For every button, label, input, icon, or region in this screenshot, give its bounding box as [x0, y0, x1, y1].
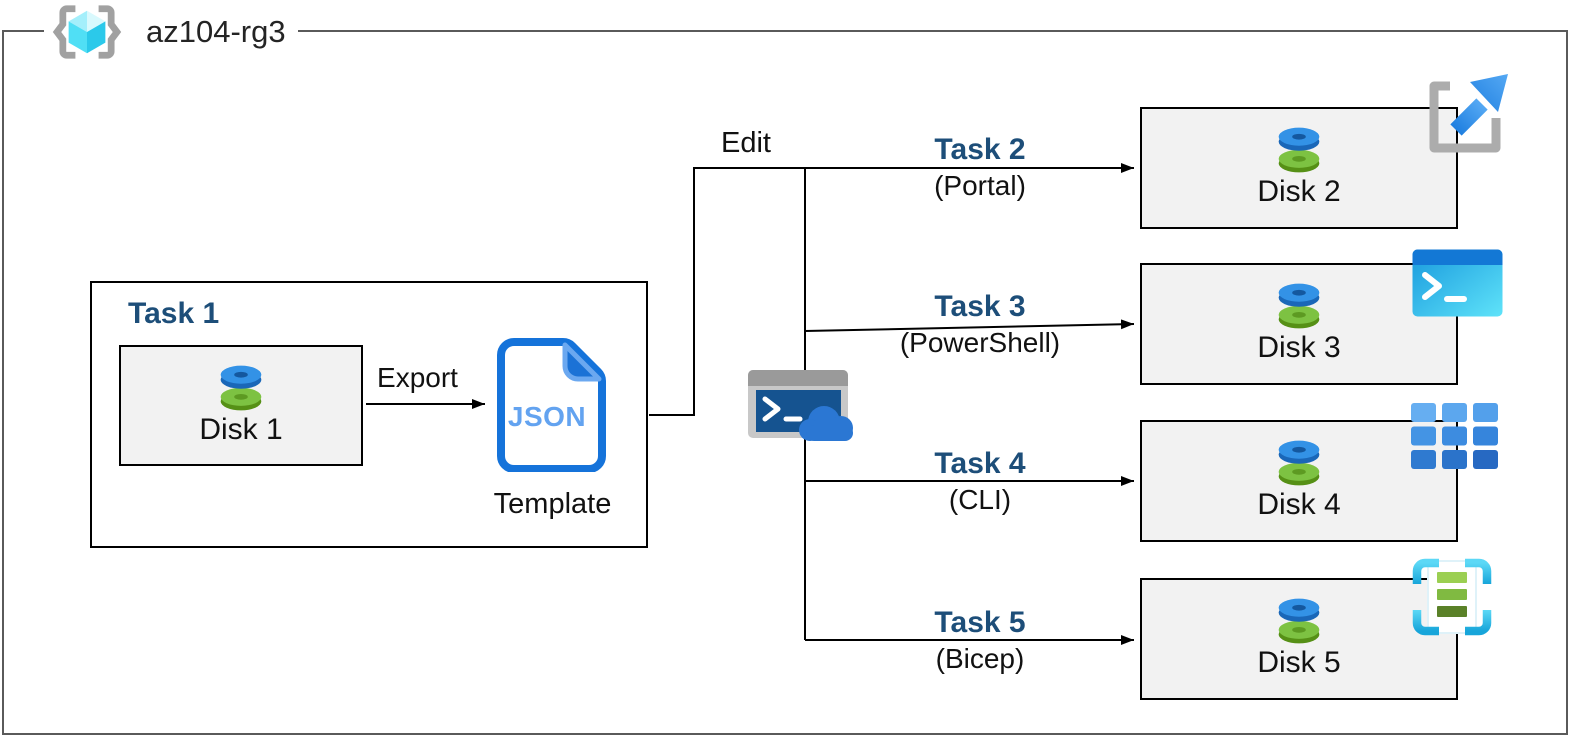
- edit-task2-connector: [649, 163, 1134, 416]
- task2-method: (Portal): [934, 170, 1026, 201]
- disk2-label: Disk 2: [1257, 175, 1341, 208]
- managed-disk-icon: [1278, 598, 1320, 644]
- disk4-label: Disk 4: [1257, 488, 1341, 521]
- task2-title: Task 2: [934, 133, 1026, 166]
- task4-label-group: Task 4 (CLI): [830, 446, 1130, 517]
- managed-disk-icon: [1278, 440, 1320, 486]
- cloud-shell-icon: [748, 370, 853, 441]
- task5-label-group: Task 5 (Bicep): [830, 605, 1130, 676]
- disk2-box: Disk 2: [1140, 107, 1458, 229]
- disk5-box: Disk 5: [1140, 578, 1458, 700]
- managed-disk-icon: [1278, 283, 1320, 329]
- task3-method: (PowerShell): [899, 327, 1061, 358]
- managed-disk-icon: [1278, 127, 1320, 173]
- disk4-box: Disk 4: [1140, 420, 1458, 542]
- task4-method: (CLI): [948, 484, 1012, 515]
- disk5-label: Disk 5: [1257, 646, 1341, 679]
- task3-title: Task 3: [934, 290, 1026, 323]
- resource-group-header: az104-rg3: [44, 3, 298, 61]
- resource-group-frame: [2, 30, 1568, 735]
- disk3-label: Disk 3: [1257, 331, 1341, 364]
- task1-title: Task 1: [128, 297, 220, 330]
- export-label: Export: [377, 362, 458, 393]
- task3-arrow: [804, 319, 1135, 332]
- json-text: JSON: [508, 401, 586, 432]
- disk1-box: Disk 1: [119, 345, 363, 466]
- managed-disk-icon: [220, 365, 262, 411]
- task5-method: (Bicep): [935, 643, 1025, 674]
- azure-portal-launch-icon: [1429, 74, 1508, 153]
- template-label: Template: [493, 488, 612, 520]
- cli-grid-icon: [1411, 403, 1498, 469]
- task4-title: Task 4: [934, 447, 1026, 480]
- resource-group-title: az104-rg3: [146, 14, 286, 49]
- bicep-template-icon: [1412, 558, 1492, 636]
- disk1-label: Disk 1: [199, 413, 283, 446]
- disk3-box: Disk 3: [1140, 263, 1458, 385]
- edit-label: Edit: [721, 127, 771, 159]
- task2-label-group: Task 2 (Portal): [830, 132, 1130, 203]
- json-template-icon: JSON: [497, 338, 606, 472]
- task5-title: Task 5: [934, 606, 1026, 639]
- powershell-terminal-icon: [1412, 249, 1503, 317]
- task3-label-group: Task 3 (PowerShell): [830, 289, 1130, 360]
- azure-resource-group-icon: [52, 5, 122, 59]
